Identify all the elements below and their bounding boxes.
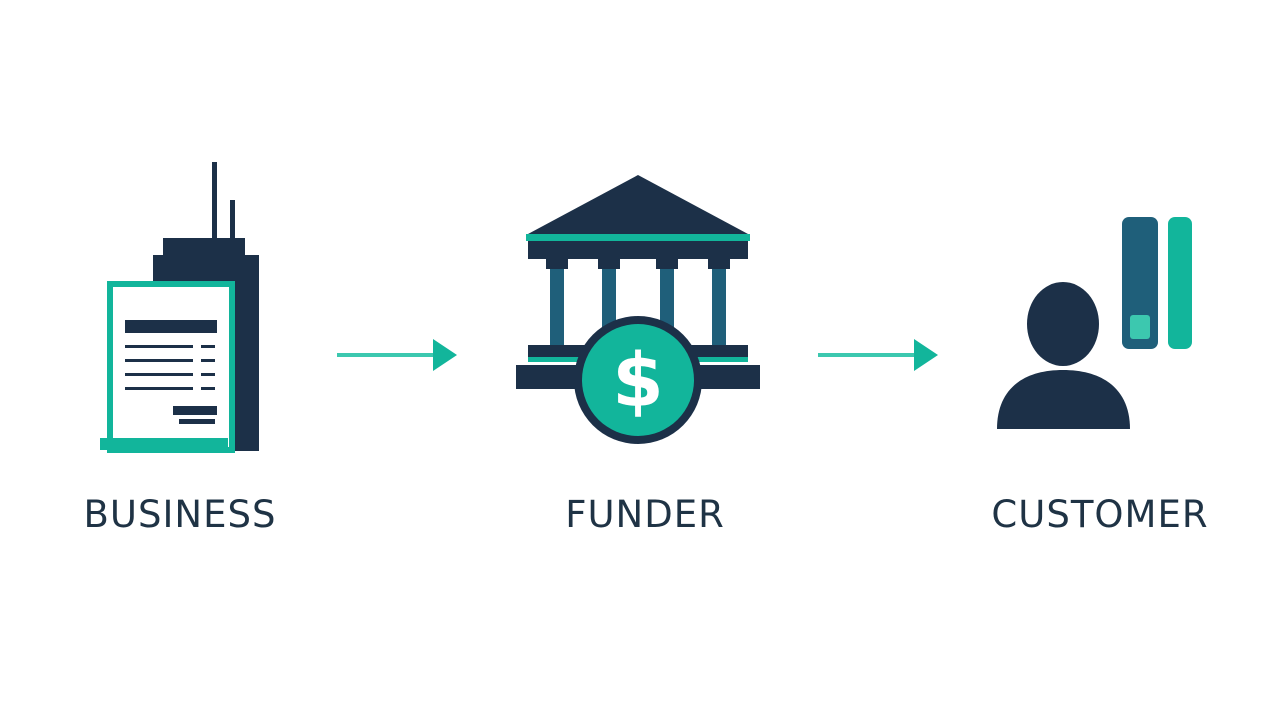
office-building-invoice-icon [100, 162, 259, 453]
flow-arrow-business-to-funder [337, 339, 457, 371]
person-card-icon [997, 217, 1192, 429]
customer-label: CUSTOMER [991, 493, 1209, 536]
svg-text:$: $ [612, 338, 664, 424]
flow-arrow-funder-to-customer [818, 339, 938, 371]
bank-dollar-icon: $ [516, 175, 760, 444]
business-label: BUSINESS [83, 493, 277, 536]
funder-label: FUNDER [565, 493, 725, 536]
